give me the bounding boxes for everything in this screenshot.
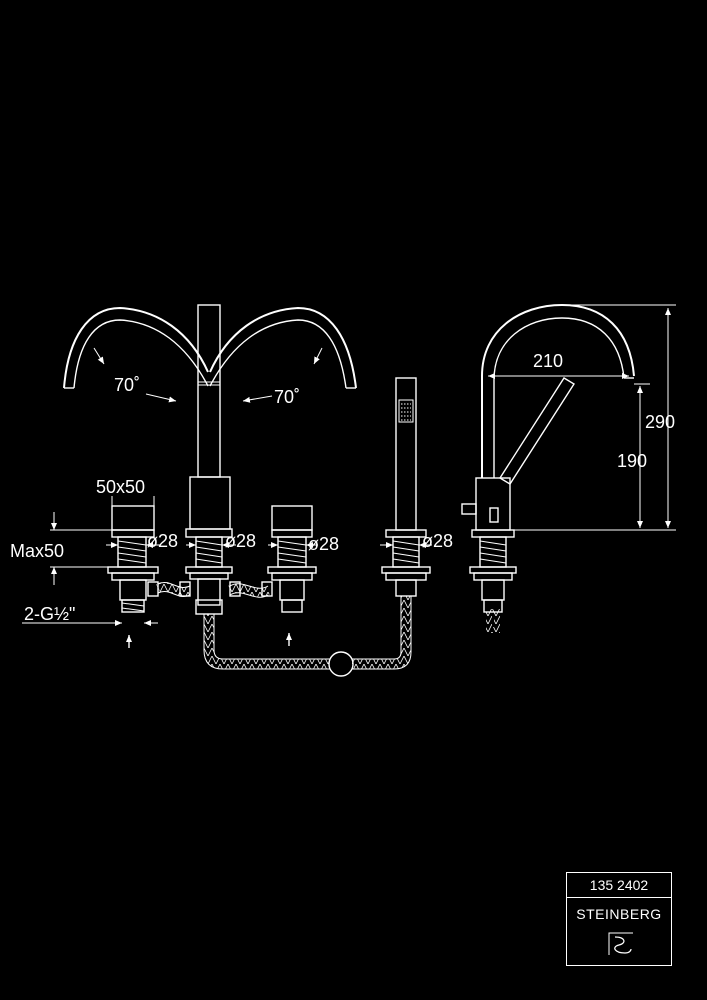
diameter-label-1: ø28 bbox=[147, 531, 178, 551]
height-outlet-label: 190 bbox=[617, 451, 647, 471]
diameter-label-2: ø28 bbox=[225, 531, 256, 551]
title-block: 135 2402 STEINBERG bbox=[566, 872, 672, 966]
front-spout bbox=[63, 304, 357, 615]
diameter-label-4: ø28 bbox=[422, 531, 453, 551]
brand-name: STEINBERG bbox=[576, 906, 662, 922]
side-view-spout bbox=[461, 303, 635, 633]
angle-right-label: 70˚ bbox=[274, 387, 300, 407]
right-handle-valve bbox=[267, 505, 317, 613]
angle-left-label: 70˚ bbox=[114, 375, 140, 395]
hand-shower bbox=[381, 377, 431, 597]
left-handle-valve bbox=[107, 505, 159, 613]
shower-hose bbox=[203, 596, 412, 677]
handle-size-label: 50x50 bbox=[96, 477, 145, 497]
hose-weight bbox=[328, 651, 354, 677]
connection-label: 2-G½" bbox=[24, 604, 75, 624]
side-dimensions bbox=[488, 304, 676, 531]
front-dimensions bbox=[22, 496, 432, 648]
product-code: 135 2402 bbox=[567, 873, 671, 898]
height-total-label: 290 bbox=[645, 412, 675, 432]
spout-thread bbox=[185, 536, 233, 615]
diameter-label-3: ø28 bbox=[308, 534, 339, 554]
max-deck-label: Max50 bbox=[10, 541, 64, 561]
steinberg-logo-icon bbox=[608, 932, 633, 955]
upper-hoses bbox=[147, 581, 273, 598]
reach-label: 210 bbox=[533, 351, 563, 371]
